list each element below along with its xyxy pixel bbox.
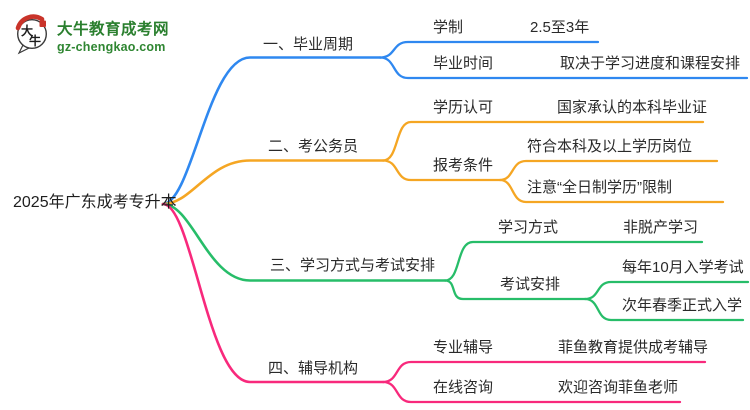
branch4-child2-label[interactable]: 在线咨询 xyxy=(433,379,494,396)
branch2-connector xyxy=(161,159,385,206)
branch3-grandchild2-connector xyxy=(583,297,745,322)
branch3-grandchild1-connector xyxy=(583,280,750,301)
branch2-child2-connector xyxy=(381,159,502,182)
branch2-child1-label[interactable]: 学历认可 xyxy=(433,99,494,116)
branch3-connector xyxy=(161,202,447,282)
logo-text-block: 大牛教育成考网 gz-chengkao.com xyxy=(57,17,169,54)
branch2-label[interactable]: 二、考公务员 xyxy=(268,138,359,155)
daniu-logo-icon: 大 牛 xyxy=(15,14,48,55)
branch4-child1-connector xyxy=(381,360,707,384)
branch4-connector xyxy=(161,202,385,384)
branch1-child2-label[interactable]: 毕业时间 xyxy=(433,55,494,72)
branch2-child2-label[interactable]: 报考条件 xyxy=(433,157,494,174)
branch2-child1-value[interactable]: 国家承认的本科毕业证 xyxy=(557,99,708,116)
branch2-grandchild2-value[interactable]: 注意“全日制学历”限制 xyxy=(527,179,672,196)
logo-title: 大牛教育成考网 xyxy=(57,20,170,38)
branch3-grandchild1-value[interactable]: 每年10月入学考试 xyxy=(622,259,744,276)
branch2-child1-connector xyxy=(381,120,705,162)
branch2-grandchild2-connector xyxy=(498,178,725,204)
branch1-child1-value[interactable]: 2.5至3年 xyxy=(530,19,590,36)
branch4-child2-value[interactable]: 欢迎咨询菲鱼老师 xyxy=(558,379,679,396)
branch4-child1-value[interactable]: 菲鱼教育提供成考辅导 xyxy=(558,339,709,356)
logo-domain: gz-chengkao.com xyxy=(57,39,166,54)
branch2-grandchild1-connector xyxy=(498,159,719,182)
branch3-grandchild2-value[interactable]: 次年春季正式入学 xyxy=(622,297,743,314)
branch1-label[interactable]: 一、毕业周期 xyxy=(263,36,354,53)
branch1-child2-value[interactable]: 取决于学习进度和课程安排 xyxy=(560,55,741,72)
branch3-child1-label[interactable]: 学习方式 xyxy=(498,219,559,236)
branch1-connector xyxy=(161,56,382,206)
branch2-grandchild1-value[interactable]: 符合本科及以上学历岗位 xyxy=(527,138,693,155)
branch3-child1-connector xyxy=(443,240,704,282)
branch3-label[interactable]: 三、学习方式与考试安排 xyxy=(270,257,436,274)
logo-badge-char2: 牛 xyxy=(29,33,41,48)
branch3-child2-connector xyxy=(443,279,587,301)
branch4-child1-label[interactable]: 专业辅导 xyxy=(433,339,494,356)
branch4-label[interactable]: 四、辅导机构 xyxy=(268,360,359,377)
branch3-child2-label[interactable]: 考试安排 xyxy=(500,276,561,293)
seal-icon xyxy=(39,20,46,27)
branch1-child2-connector xyxy=(378,56,749,80)
site-logo[interactable]: 大 牛 大牛教育成考网 gz-chengkao.com xyxy=(14,14,169,56)
branch4-child2-connector xyxy=(381,380,682,404)
branch1-child1-label[interactable]: 学制 xyxy=(433,19,464,36)
logo-badge-char1: 大 xyxy=(21,23,33,38)
branch3-child1-value[interactable]: 非脱产学习 xyxy=(623,219,699,236)
root-node[interactable]: 2025年广东成考专升本 xyxy=(13,194,177,211)
